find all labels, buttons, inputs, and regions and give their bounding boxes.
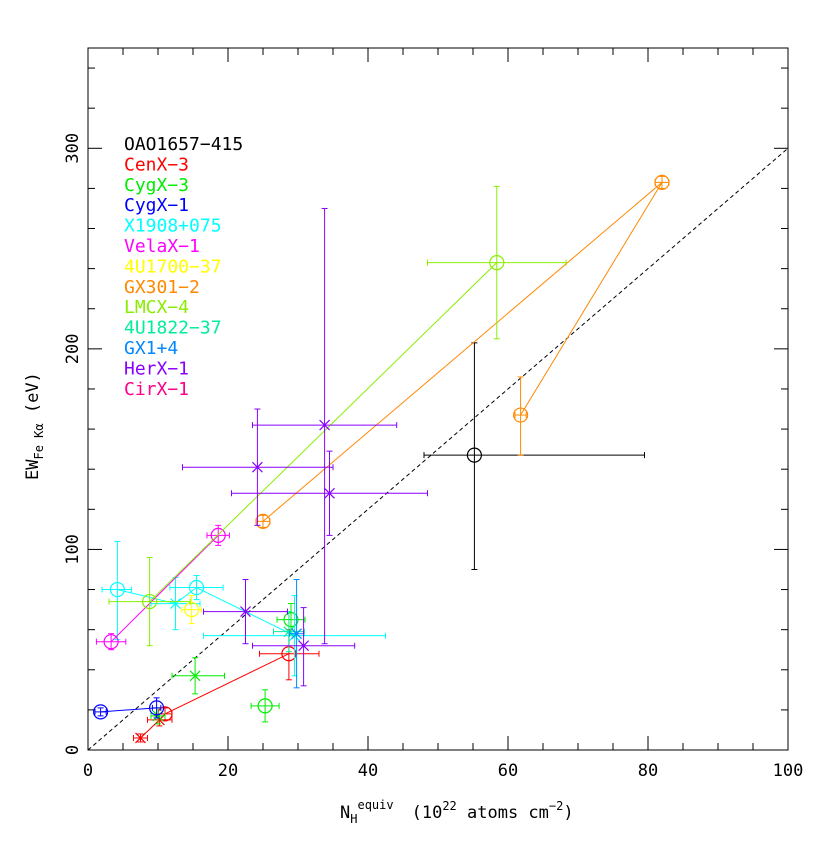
data-point-circle	[283, 612, 299, 628]
x-label-sub: H	[350, 812, 357, 826]
series-group	[423, 342, 645, 570]
series-line	[140, 653, 290, 739]
data-point-circle	[654, 174, 670, 190]
series-group	[289, 579, 305, 689]
legend-entry: OAO1657−415	[124, 134, 243, 155]
y-tick-label: 300	[63, 133, 83, 164]
series-group	[101, 540, 386, 677]
data-point-circle	[512, 407, 529, 423]
data-point-cross	[135, 732, 146, 744]
series-group	[92, 697, 165, 720]
legend-entry: HerX−1	[124, 358, 189, 379]
series-group	[95, 524, 230, 651]
x-label-rest: (10	[412, 803, 443, 823]
data-point-cross	[283, 626, 295, 638]
data-point-circle	[184, 601, 200, 618]
x-label-close: )	[563, 803, 573, 823]
y-label-main: EW	[23, 459, 43, 480]
legend-entry: X1908+075	[124, 216, 222, 237]
axis-tick-labels: 0 20 40 60 80 100 0 100 200 300	[63, 133, 803, 781]
legend-entry: LMCX−4	[124, 297, 189, 318]
legend-entry: CygX−1	[124, 195, 189, 216]
x-tick-label: 100	[773, 761, 804, 781]
data-point-circle	[188, 579, 205, 596]
legend-entry: 4U1700−37	[124, 256, 222, 277]
x-label-main: N	[340, 803, 350, 823]
y-tick-label: 200	[63, 333, 83, 364]
data-point-circle	[92, 704, 109, 720]
y-tick-label: 0	[63, 745, 83, 755]
data-point-circle	[210, 527, 226, 543]
legend-entry: CirX−1	[124, 379, 189, 400]
data-point-circle	[103, 634, 119, 650]
data-point-circle	[257, 698, 273, 714]
data-point-cross	[240, 606, 251, 618]
legend-entry: VelaX−1	[124, 236, 200, 257]
series-group	[255, 174, 670, 529]
x-label-exp2: −2	[549, 799, 563, 813]
data-point-cross	[170, 598, 181, 610]
series-line	[262, 182, 663, 522]
data-point-circle	[466, 447, 482, 463]
y-axis-label: EWFe Kα (eV)	[23, 372, 46, 480]
legend: OAO1657−415CenX−3CygX−3CygX−1X1908+075Ve…	[124, 134, 243, 400]
series-group	[182, 207, 428, 687]
data-point-circle	[489, 255, 505, 271]
legend-entry: GX301−2	[124, 277, 200, 298]
legend-entry: CygX−3	[124, 175, 189, 196]
series-group	[181, 595, 202, 625]
x-label-exp: 22	[442, 799, 456, 813]
data-point-cross	[319, 419, 331, 431]
y-label-sub: Fe Kα	[32, 423, 46, 459]
series-group	[150, 603, 306, 725]
legend-entry: CenX−3	[124, 154, 189, 175]
x-tick-label: 20	[218, 761, 238, 781]
data-point-circle	[255, 513, 271, 529]
x-label-sup: equiv	[357, 798, 393, 812]
axis-ticks	[87, 48, 789, 751]
x-axis-label: NHequiv (1022 atoms cm−2)	[340, 798, 574, 826]
series-group	[108, 185, 567, 647]
data-point-cross	[324, 487, 335, 499]
series-group	[133, 629, 320, 744]
data-point-cross	[153, 714, 165, 726]
series-line	[149, 262, 498, 602]
x-tick-label: 0	[83, 761, 93, 781]
series-line	[110, 535, 219, 643]
data-point-cross	[291, 628, 303, 640]
data-point-circle	[109, 581, 126, 598]
y-tick-label: 100	[63, 534, 83, 565]
data-point-cross	[251, 461, 263, 473]
series-line	[100, 707, 157, 713]
data-point-circle	[149, 700, 165, 716]
data-point-circle	[142, 593, 158, 610]
x-tick-label: 80	[638, 761, 658, 781]
y-label-rest: (eV)	[23, 372, 43, 423]
legend-entry: 4U1822−37	[124, 318, 222, 339]
data-point-cross	[298, 640, 310, 652]
x-label-rest2: atoms cm	[457, 803, 549, 823]
legend-entry: GX1+4	[124, 338, 178, 359]
data-point-cross	[189, 670, 201, 682]
x-tick-label: 60	[498, 761, 518, 781]
series-layer	[92, 174, 670, 744]
x-tick-label: 40	[358, 761, 378, 781]
